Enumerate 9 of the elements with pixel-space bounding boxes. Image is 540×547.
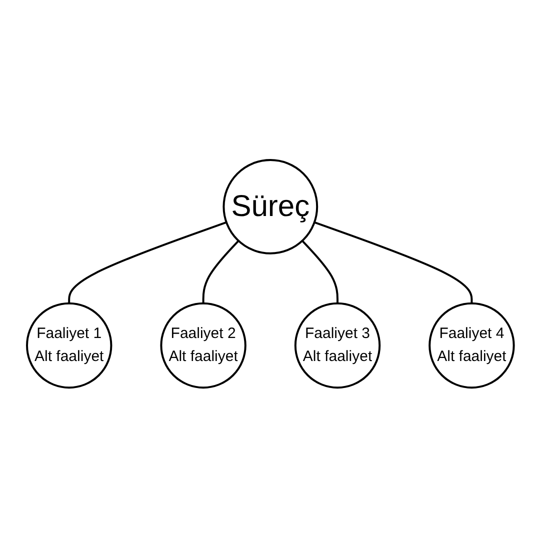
node-circle: Faaliyet 4 Alt faaliyet <box>428 302 514 388</box>
connector <box>68 221 226 304</box>
node-circle: Faaliyet 2 Alt faaliyet <box>160 302 246 388</box>
node-circle: Faaliyet 1 Alt faaliyet <box>26 302 112 388</box>
connector <box>301 240 338 304</box>
node-circle: Süreç <box>222 158 318 254</box>
connector <box>314 221 472 304</box>
connector <box>202 240 239 304</box>
node-circle: Faaliyet 3 Alt faaliyet <box>294 302 380 388</box>
